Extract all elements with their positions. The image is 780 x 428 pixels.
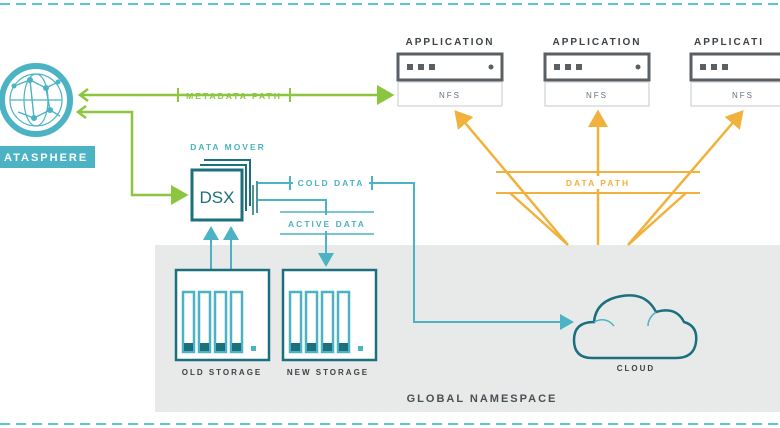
active-data-path — [258, 199, 334, 267]
metadata-path-label: METADATA PATH — [186, 91, 282, 101]
data-path-label: DATA PATH — [566, 178, 630, 188]
old-storage-label: OLD STORAGE — [182, 368, 263, 377]
globe-to-dsx-path — [78, 110, 189, 205]
cold-data-label: COLD DATA — [298, 178, 365, 188]
dsx-box — [190, 159, 258, 222]
application-2: APPLICATION NFS — [543, 37, 651, 107]
application-2-title: APPLICATION — [552, 37, 641, 48]
application-3: APPLICATI NFS — [689, 37, 780, 107]
dsx-label: DSX — [200, 188, 235, 207]
new-storage-label: NEW STORAGE — [287, 368, 369, 377]
globe-icon — [0, 63, 73, 137]
datasphere-label: ATASPHERE — [4, 152, 88, 164]
cloud-icon — [572, 294, 698, 360]
cloud-label: CLOUD — [617, 364, 655, 373]
global-namespace-label: GLOBAL NAMESPACE — [407, 393, 558, 405]
application-3-protocol: NFS — [732, 91, 754, 100]
application-2-protocol: NFS — [586, 91, 608, 100]
application-1: APPLICATION NFS — [396, 37, 504, 107]
application-1-protocol: NFS — [439, 91, 461, 100]
application-3-title: APPLICATI — [694, 37, 764, 48]
application-1-title: APPLICATION — [405, 37, 494, 48]
new-storage-icon — [281, 268, 378, 362]
data-mover-label: DATA MOVER — [190, 142, 266, 152]
datasphere-badge — [0, 146, 95, 168]
active-data-label: ACTIVE DATA — [288, 219, 366, 229]
data-path-lines — [454, 109, 744, 246]
old-storage-icon — [174, 268, 271, 362]
